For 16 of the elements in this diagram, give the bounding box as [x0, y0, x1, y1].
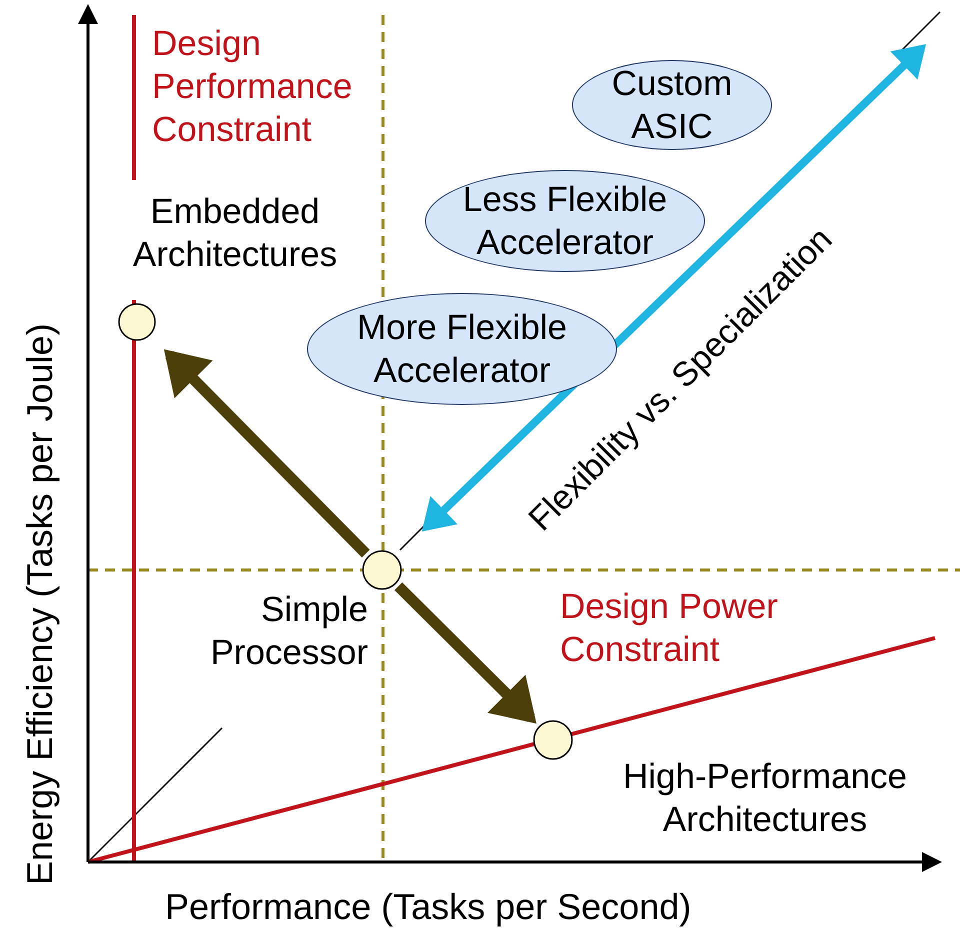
- point-label: Simple Processor: [209, 589, 368, 674]
- axis-title: Energy Efficiency (Tasks per Joule): [18, 323, 61, 885]
- point-marker: [362, 550, 402, 590]
- double-arrow: [422, 44, 926, 532]
- ellipse-node: More Flexible Accelerator: [307, 293, 617, 405]
- arrow: [164, 349, 370, 558]
- point-label: Embedded Architectures: [132, 191, 338, 276]
- constraint-label: Design Power Constraint: [560, 586, 779, 671]
- constraint-label: Design Performance Constraint: [152, 23, 354, 151]
- point-label: High-Performance Architectures: [622, 756, 908, 841]
- ellipse-node: Custom ASIC: [572, 60, 772, 150]
- ellipse-node: Less Flexible Accelerator: [425, 170, 705, 272]
- arrow: [394, 582, 536, 724]
- point-marker: [533, 720, 573, 760]
- axis-title: Performance (Tasks per Second): [165, 885, 692, 928]
- point-marker: [118, 303, 156, 341]
